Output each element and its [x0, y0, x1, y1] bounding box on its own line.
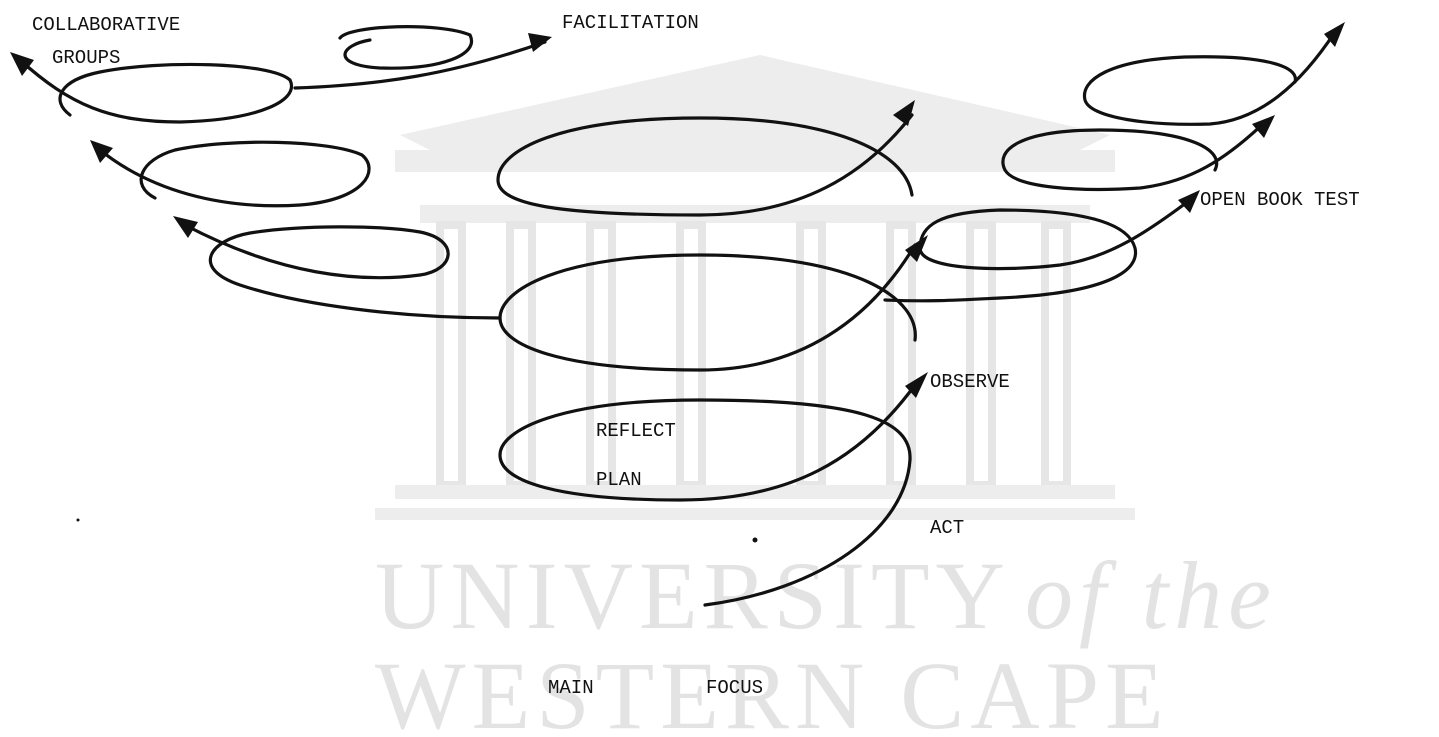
arrow-observe	[905, 372, 928, 398]
top-left-loop	[18, 58, 294, 124]
label-main: MAIN	[548, 677, 594, 699]
arrowheads	[10, 22, 1345, 398]
arrow-middle-cycle	[905, 235, 928, 262]
arrow-upper-left	[90, 140, 113, 163]
arrow-upper-middle	[893, 100, 915, 126]
watermark-building	[375, 55, 1135, 520]
top-right-loop	[1082, 30, 1337, 126]
label-focus: FOCUS	[706, 677, 763, 699]
arrow-collaborative	[10, 52, 34, 76]
label-reflect: REFLECT	[596, 420, 676, 442]
arrow-top-right	[1324, 22, 1345, 47]
label-plan: PLAN	[596, 469, 642, 491]
top-small-loop	[338, 25, 474, 70]
arrow-upper-right	[1252, 115, 1275, 138]
top-left-to-facilitation	[293, 40, 547, 90]
label-act: ACT	[930, 517, 964, 539]
branch-left-middle	[183, 223, 502, 320]
stray-dots	[76, 518, 758, 543]
label-open-book-test: OPEN BOOK TEST	[1200, 189, 1360, 211]
watermark-western-cape: WESTERN CAPE	[375, 642, 1170, 737]
label-facilitation: FACILITATION	[562, 12, 699, 34]
label-collaborative: COLLABORATIVE	[32, 14, 180, 36]
branch-right-middle	[883, 198, 1192, 303]
label-groups: GROUPS	[52, 47, 120, 69]
upper-right-loop	[1001, 120, 1267, 192]
upper-middle-loop	[496, 113, 914, 217]
arrow-facilitation	[528, 33, 552, 52]
arrow-open-book	[1178, 190, 1200, 213]
label-observe: OBSERVE	[930, 371, 1010, 393]
middle-cycle-loop	[498, 243, 917, 372]
diagram-labels: COLLABORATIVE GROUPS FACILITATION OPEN B…	[32, 12, 1360, 699]
main-cycle-loop	[498, 383, 917, 607]
upper-left-loop	[98, 140, 371, 208]
spiral-strokes	[18, 25, 1337, 607]
arrow-left-middle	[173, 216, 198, 238]
